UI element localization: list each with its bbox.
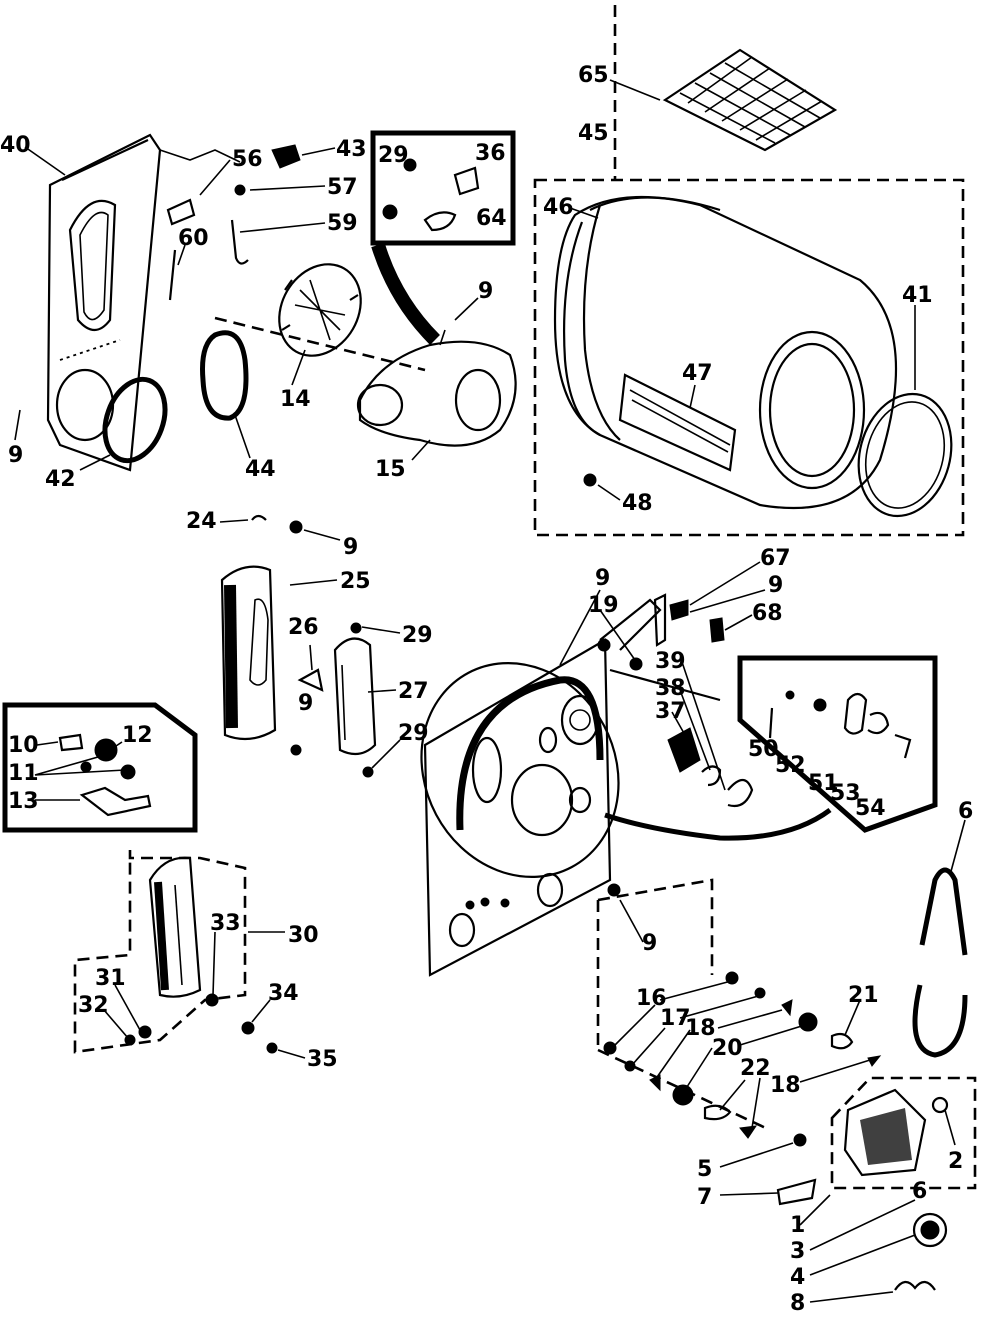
callout-c19: 41 bbox=[902, 283, 933, 308]
drum-box-dashed bbox=[533, 178, 965, 537]
callout-c25: 26 bbox=[288, 615, 319, 640]
blower-housing-15 bbox=[356, 329, 517, 447]
idler-parts-16-22 bbox=[596, 878, 882, 1139]
callout-c10: 9 bbox=[478, 279, 493, 304]
callout-c35: 30 bbox=[288, 923, 319, 948]
callout-c56: 17 bbox=[660, 1006, 691, 1031]
small-parts-top-left bbox=[166, 144, 301, 301]
callout-c69: 6 bbox=[912, 1179, 927, 1204]
blower-wheel-14 bbox=[278, 263, 362, 357]
seal-42 bbox=[102, 376, 168, 464]
callout-c48: 50 bbox=[748, 737, 779, 762]
callout-c22: 24 bbox=[186, 509, 217, 534]
callout-c6: 60 bbox=[178, 226, 209, 251]
callout-c18: 46 bbox=[543, 195, 574, 220]
belt-44 bbox=[200, 330, 249, 421]
callout-c63: 5 bbox=[697, 1157, 712, 1182]
callout-c24: 25 bbox=[340, 569, 371, 594]
callout-c65: 1 bbox=[790, 1213, 805, 1238]
callout-c36: 31 bbox=[95, 966, 126, 991]
callout-c16: 65 bbox=[578, 63, 609, 88]
callout-c9: 64 bbox=[476, 206, 507, 231]
motor-switch-37-39 bbox=[667, 727, 754, 808]
callout-c53: 6 bbox=[958, 799, 973, 824]
callout-c39: 35 bbox=[307, 1047, 338, 1072]
callout-c41: 19 bbox=[588, 593, 619, 618]
callout-c21: 48 bbox=[622, 491, 653, 516]
callout-c40: 9 bbox=[595, 566, 610, 591]
callout-c3: 43 bbox=[336, 137, 367, 162]
inset-box-50-54 bbox=[737, 655, 938, 833]
callout-c51: 53 bbox=[830, 781, 861, 806]
callout-c27: 27 bbox=[398, 679, 429, 704]
callout-c66: 3 bbox=[790, 1239, 805, 1264]
belt-6-upper bbox=[919, 867, 968, 956]
callout-labels: 40 56 43 57 59 60 29 36 64 9 14 15 44 42… bbox=[0, 63, 973, 1316]
callout-c37: 32 bbox=[78, 993, 109, 1018]
callout-c11: 14 bbox=[280, 387, 311, 412]
callout-c34: 33 bbox=[210, 911, 241, 936]
callout-c67: 4 bbox=[790, 1265, 805, 1290]
callout-c45: 39 bbox=[655, 649, 686, 674]
drum-46 bbox=[553, 195, 898, 510]
rear-panel bbox=[420, 598, 721, 977]
callout-c68: 8 bbox=[790, 1291, 805, 1316]
callout-c43: 9 bbox=[768, 573, 783, 598]
motor-mount-parts bbox=[776, 1133, 948, 1291]
belt-6-lower bbox=[912, 984, 968, 1058]
lint-screen-65 bbox=[662, 48, 838, 152]
callout-c12: 15 bbox=[375, 457, 406, 482]
callout-c29: 29 bbox=[398, 721, 429, 746]
callout-c49: 52 bbox=[775, 753, 806, 778]
callout-c62: 2 bbox=[948, 1149, 963, 1174]
callout-c32: 11 bbox=[8, 761, 39, 786]
callout-c23: 9 bbox=[343, 535, 358, 560]
callout-c38: 34 bbox=[268, 981, 299, 1006]
callout-c59: 21 bbox=[848, 983, 879, 1008]
callout-c20: 47 bbox=[682, 361, 713, 386]
callout-c50: 51 bbox=[808, 771, 839, 796]
callout-c42: 67 bbox=[760, 546, 791, 571]
callout-c14: 42 bbox=[45, 467, 76, 492]
motor-bracket-67-68 bbox=[653, 593, 725, 647]
callout-c5: 59 bbox=[327, 211, 358, 236]
callout-c13: 44 bbox=[245, 457, 276, 482]
callout-c60: 22 bbox=[740, 1056, 771, 1081]
motor-box-dashed bbox=[830, 1076, 977, 1190]
callout-c47: 37 bbox=[655, 699, 686, 724]
callout-c58: 20 bbox=[712, 1036, 743, 1061]
callout-c33: 13 bbox=[8, 789, 39, 814]
harness-box-top bbox=[370, 130, 516, 345]
duct-27 bbox=[290, 622, 377, 778]
callout-c44: 68 bbox=[752, 601, 783, 626]
callout-c31: 12 bbox=[122, 723, 153, 748]
callout-c26: 29 bbox=[402, 623, 433, 648]
callout-c2: 56 bbox=[232, 147, 263, 172]
callout-c1: 40 bbox=[0, 133, 31, 158]
callout-c15: 9 bbox=[8, 443, 23, 468]
leader-lines bbox=[14, 79, 966, 1303]
callout-c46: 38 bbox=[655, 676, 686, 701]
callout-c55: 16 bbox=[636, 986, 667, 1011]
callout-c30: 10 bbox=[8, 733, 39, 758]
front-bulkhead-panel bbox=[46, 133, 241, 472]
callout-c57: 18 bbox=[685, 1016, 716, 1041]
callout-c28: 9 bbox=[298, 691, 313, 716]
callout-c7: 29 bbox=[378, 143, 409, 168]
drum-rear-seal-41 bbox=[857, 392, 953, 518]
inset-box-30 bbox=[73, 850, 278, 1054]
exhaust-duct-25 bbox=[220, 514, 303, 741]
callout-c52: 54 bbox=[855, 796, 886, 821]
callout-c17: 45 bbox=[578, 121, 609, 146]
callout-c64: 7 bbox=[697, 1185, 712, 1210]
callout-c61: 18 bbox=[770, 1073, 801, 1098]
callout-c4: 57 bbox=[327, 175, 358, 200]
callout-c8: 36 bbox=[475, 141, 506, 166]
callout-c54: 9 bbox=[642, 931, 657, 956]
